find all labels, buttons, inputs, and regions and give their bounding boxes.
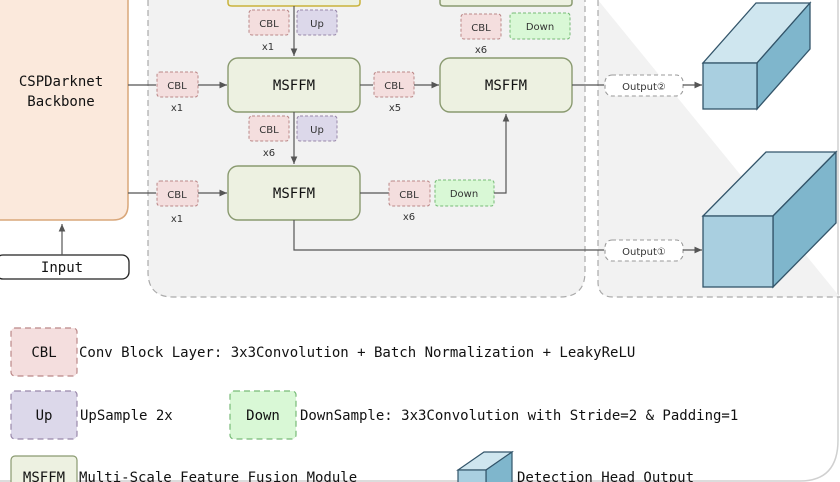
link-msffm3-output1 [293,220,604,251]
legend-msffm: MSFFM Multi-Scale Feature Fusion Module [10,455,357,482]
detection-cube-small [701,1,812,111]
msffm-top-left-partial [227,0,361,7]
legend-msffm-desc: Multi-Scale Feature Fusion Module [79,470,357,482]
svg-text:Down: Down [246,408,280,424]
mult-row1-mid: x5 [389,103,401,114]
output2-tag: Output② [604,74,684,97]
cbl-top-left: CBL [248,9,290,36]
cbl-row1-mid: CBL [373,71,415,98]
svg-text:CBL: CBL [167,81,187,92]
svg-text:MSFFM: MSFFM [273,186,315,202]
svg-text:CBL: CBL [471,23,491,34]
down-top-right: Down [509,12,571,40]
svg-text:MSFFM: MSFFM [23,470,65,482]
backbone-label-line2: Backbone [27,94,94,110]
arrow-down-to-msffm2 [494,114,510,194]
mult-mid-left: x6 [263,148,275,159]
legend-up: Up UpSample 2x [10,390,173,440]
up-mid-left: Up [296,115,338,142]
mult-row1-left: x1 [171,103,183,114]
svg-text:CBL: CBL [167,190,187,201]
cbl-row2-left: CBL [156,180,199,207]
cbl-mid-left: CBL [248,115,290,142]
svg-text:CBL: CBL [384,81,404,92]
svg-text:Output②: Output② [622,82,666,93]
up-top-left: Up [296,9,338,36]
svg-text:Output①: Output① [622,247,666,258]
svg-text:CBL: CBL [399,190,419,201]
svg-text:Down: Down [526,22,554,33]
svg-text:CBL: CBL [259,19,279,30]
svg-text:CBL: CBL [259,125,279,136]
svg-text:MSFFM: MSFFM [485,78,527,94]
svg-text:Up: Up [310,19,324,30]
legend-head-desc: Detection Head Output [517,470,694,482]
svg-text:Down: Down [450,189,478,200]
svg-text:Up: Up [310,125,324,136]
down-row2-mid: Down [434,179,495,207]
svg-text:CBL: CBL [31,345,56,361]
legend-cbl: CBL Conv Block Layer: 3x3Convolution + B… [10,327,635,377]
mult-row2-left: x1 [171,214,183,225]
legend-head [456,450,514,482]
backbone-label-line1: CSPDarknet [19,74,103,90]
cbl-row2-mid: CBL [388,180,431,207]
neck-container [147,0,586,298]
mult-top-right: x6 [475,45,487,56]
mult-top-left: x1 [262,42,274,53]
legend-down-desc: DownSample: 3x3Convolution with Stride=2… [300,408,738,424]
msffm-block-3: MSFFM [227,165,361,221]
output1-tag: Output① [604,239,684,262]
svg-text:Up: Up [36,408,53,424]
mult-row2-mid: x6 [403,212,415,223]
legend-cbl-desc: Conv Block Layer: 3x3Convolution + Batch… [79,345,635,361]
legend-down: Down DownSample: 3x3Convolution with Str… [229,390,738,440]
msffm-top-right-partial [439,0,573,7]
legend-up-desc: UpSample 2x [80,408,173,424]
cbl-top-right: CBL [460,13,502,40]
svg-text:MSFFM: MSFFM [273,78,315,94]
msffm-block-1: MSFFM [227,57,361,113]
input-block: Input [0,254,130,280]
msffm-block-2: MSFFM [439,57,573,113]
cbl-row1-left: CBL [156,71,199,98]
backbone-block: CSPDarknet Backbone [0,0,129,221]
input-label: Input [41,260,83,276]
detection-cube-large [701,150,838,289]
